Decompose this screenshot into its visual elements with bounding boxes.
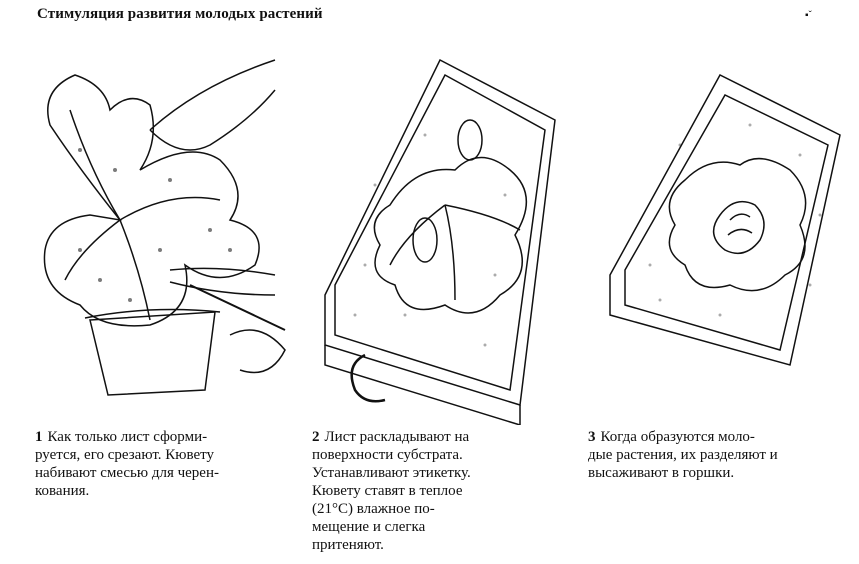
caption-line: Кювету ставят в теплое xyxy=(312,483,463,499)
caption-line: притеняют. xyxy=(312,537,384,553)
caption-line: (21°C) влажное по- xyxy=(312,501,435,517)
caption-line: Когда образуются моло- xyxy=(600,429,755,445)
tray-lid xyxy=(324,58,556,406)
cutting-leaf-illustration xyxy=(43,59,286,396)
hand-arm xyxy=(149,59,276,131)
caption-line: Как только лист сформи- xyxy=(47,429,208,445)
caption-line: высаживают в горшки. xyxy=(588,465,735,481)
begonia-leaf xyxy=(43,74,260,327)
caption-line: мещение и слегка xyxy=(312,519,426,535)
caption-line: Лист раскладывают на xyxy=(324,429,470,445)
caption-line: Устанавливают этикетку. xyxy=(312,465,471,481)
hand-lower xyxy=(169,267,276,296)
decorative-mark: ▪ˇ xyxy=(805,10,812,21)
caption-line: руется, его срезают. Кювету xyxy=(35,447,214,463)
page-title: Стимуляция развития молодых растений xyxy=(37,6,323,22)
knife-blade xyxy=(189,284,286,331)
tray-rim xyxy=(609,74,841,366)
caption-line: кования. xyxy=(35,483,90,499)
step-number: 1 xyxy=(35,429,43,445)
tray-with-leaf-illustration xyxy=(324,58,556,425)
step-number: 2 xyxy=(312,429,320,445)
parent-leaf xyxy=(668,157,807,292)
step-number: 3 xyxy=(588,429,596,445)
caption-line: набивают смесью для черен- xyxy=(35,465,219,481)
begonia-leaf-cutting xyxy=(373,156,528,314)
tray-young-plants-illustration xyxy=(609,74,841,366)
caption-line: поверхности субстрата. xyxy=(312,447,463,463)
tray-base xyxy=(324,345,521,425)
caption-line: дые растения, их разделяют и xyxy=(588,447,778,463)
label-tag xyxy=(457,119,483,161)
young-plant xyxy=(712,200,765,255)
heating-cable xyxy=(350,353,386,403)
label-tag-2 xyxy=(412,217,438,263)
flower-pot xyxy=(89,311,216,396)
